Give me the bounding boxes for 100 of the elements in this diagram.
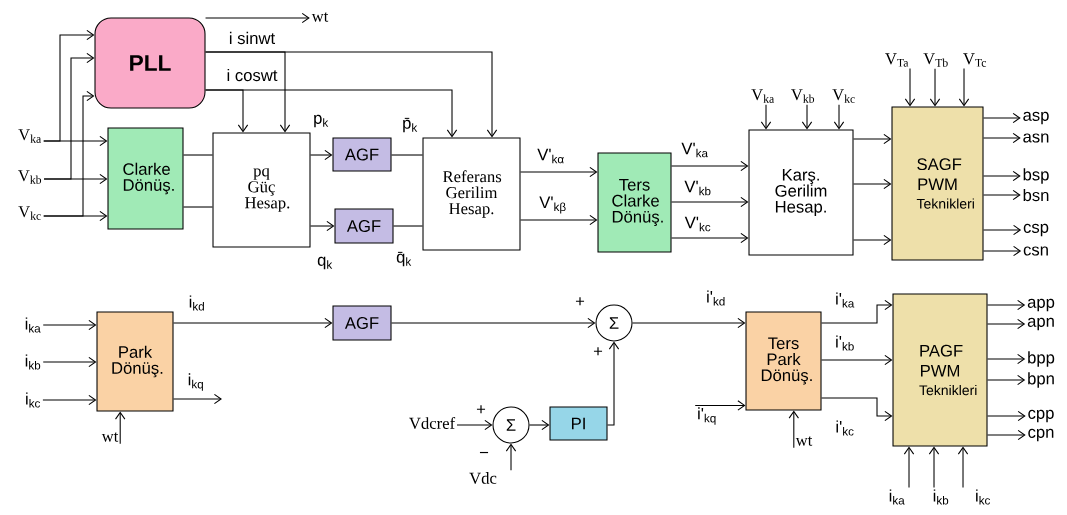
arrow: [43, 210, 108, 222]
signal-label: V$_{ka}$: [751, 89, 775, 103]
arrow: [957, 446, 969, 489]
arrow: [205, 89, 458, 138]
sign-label: +: [593, 347, 603, 356]
signal-label: asn: [1023, 133, 1049, 143]
signal-label: wt: [311, 12, 329, 22]
arrow: [904, 68, 916, 107]
edge-label: V'$_{kβ}$: [538, 195, 568, 215]
arrow: [43, 173, 108, 185]
arrow: [520, 166, 598, 178]
arrow: [987, 410, 1026, 422]
edge-label: q̄$_{k}$: [395, 251, 413, 267]
process-box: Ters Park Dönüş.: [745, 311, 822, 411]
sign-label: −: [479, 451, 489, 454]
process-box: PI: [549, 406, 608, 441]
signal-label: app: [1027, 298, 1055, 312]
arrow: [391, 317, 596, 329]
arrow: [529, 419, 550, 431]
summing-junction: Σ: [492, 406, 530, 444]
signal-label: Vdc: [469, 472, 497, 484]
process-box: Park Dönüş.: [96, 311, 174, 412]
arrow: [983, 245, 1022, 257]
arrow: [173, 317, 333, 329]
arrow: [987, 318, 1026, 330]
arrow: [760, 104, 772, 130]
signal-label: cpn: [1028, 428, 1054, 442]
arrow: [929, 68, 941, 107]
process-box: PLL: [94, 17, 206, 109]
signal-label: bsp: [1023, 168, 1049, 184]
signal-label: bpn: [1028, 372, 1054, 388]
process-box: PAGF PWM Teknikleri: [892, 293, 988, 447]
edge-label: i sinwt: [228, 31, 276, 45]
connector-line: [393, 225, 423, 227]
arrow: [310, 149, 333, 161]
arrow: [801, 104, 813, 130]
arrow: [983, 189, 1021, 201]
signal-label: i$_{kc}$: [976, 489, 991, 505]
arrow: [853, 133, 892, 145]
arrow: [42, 319, 97, 331]
arrow: [173, 393, 222, 405]
signal-label: Vdcref: [409, 417, 456, 429]
arrow: [983, 132, 1021, 144]
edge-label: i$_{kd}$: [188, 294, 206, 312]
process-box: AGF: [334, 208, 394, 244]
summing-junction: Σ: [595, 304, 633, 342]
edge-label: i'$_{ka}$: [834, 291, 856, 309]
arrow: [115, 411, 126, 445]
arrow: [632, 317, 746, 329]
process-box: pq Güç Hesap.: [212, 132, 311, 248]
signal-label: V$_{kc}$: [18, 206, 41, 220]
signal-label: cpp: [1028, 409, 1054, 423]
arrow: [983, 170, 1021, 182]
signal-label: i$_{kc}$: [26, 392, 41, 408]
arrow: [310, 220, 335, 232]
arrow: [505, 443, 517, 471]
edge-label: V'$_{ka}$: [680, 142, 710, 158]
edge-label: i coswt: [225, 68, 279, 82]
arrow: [821, 354, 893, 366]
signal-label: i$_{ka}$: [25, 317, 41, 333]
sign-label: +: [575, 297, 585, 306]
edge-label: V'$_{kα}$: [536, 148, 566, 164]
signal-label: V$_{kb}$: [791, 89, 815, 103]
signal-label: i$_{kb}$: [25, 354, 41, 370]
signal-label: i$_{kb}$: [933, 489, 949, 505]
arrow: [671, 232, 749, 244]
arrow: [520, 214, 598, 226]
arrow: [987, 374, 1026, 386]
arrow: [694, 400, 746, 411]
signal-label: csp: [1023, 223, 1049, 237]
process-box: Ters Clarke Dönüş.: [597, 152, 672, 253]
edge-label: V'$_{kb}$: [683, 180, 713, 196]
process-box: Referans Gerilim Hesap.: [422, 137, 521, 251]
signal-label: asp: [1023, 111, 1049, 125]
arrow: [928, 446, 940, 489]
arrow: [671, 196, 749, 208]
signal-label: bsn: [1023, 188, 1049, 202]
signal-label: i$_{ka}$: [889, 489, 905, 505]
arrow: [788, 410, 799, 449]
arrow: [903, 446, 915, 489]
edge-label: q$_{k}$: [316, 256, 334, 270]
edge-label: i'$_{kc}$: [834, 419, 856, 437]
edge-label: p̄$_{k}$: [401, 117, 419, 133]
process-box: Clarke Dönüş.: [107, 127, 184, 230]
signal-label: i'$_{kq}$: [698, 407, 716, 425]
signal-label: V$_{Tb}$: [923, 53, 948, 67]
process-box: SAGF PWM Teknikleri: [891, 106, 984, 261]
arrow: [43, 135, 108, 147]
arrow: [983, 224, 1022, 236]
arrow: [958, 68, 970, 107]
arrow: [821, 397, 893, 422]
signal-label: wt: [101, 432, 119, 442]
arrow: [42, 394, 97, 406]
arrow: [456, 419, 493, 431]
edge-label: p$_{k}$: [312, 114, 330, 128]
signal-label: apn: [1027, 317, 1054, 331]
connector-line: [391, 154, 423, 156]
edge-label: i'$_{kb}$: [834, 334, 856, 352]
process-box: Karş. Gerilim Hesap.: [748, 129, 854, 256]
signal-label: bpp: [1028, 351, 1055, 367]
